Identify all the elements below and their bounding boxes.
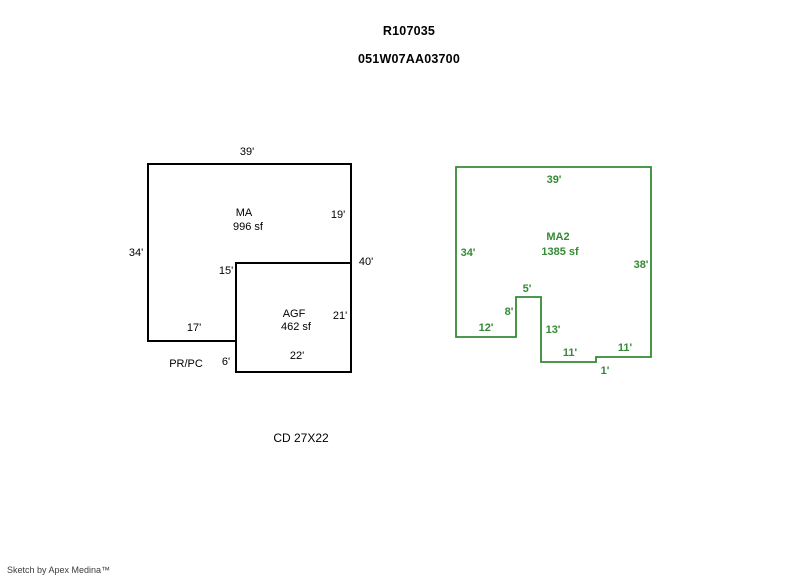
b1-annotation-label: PR/PC [169,358,203,370]
building1-partition-line [235,262,351,341]
b1-sub-name-label: AGF [282,308,306,320]
b2-dim-step-label: 1' [600,365,610,377]
building1-group [147,163,352,373]
b1-dim-jog-label: 6' [221,356,231,368]
b1-dim-sub-right-label: 21' [332,310,348,322]
b1-dim-right-total-label: 40' [358,256,374,268]
b2-dim-notch-top-label: 5' [522,283,532,295]
building2-outline [455,166,652,363]
b1-dim-left-label: 34' [128,247,144,259]
b2-dim-bottom-left-label: 12' [478,322,494,334]
property-id: R107035 [382,24,436,38]
detached-structure-note: CD 27X22 [273,431,329,445]
b2-dim-bottom-right-label: 11' [617,342,633,354]
b2-dim-right-label: 38' [633,259,649,271]
b1-dim-partition-label: 15' [218,265,234,277]
b2-dim-bottom-mid-label: 11' [562,347,578,359]
parcel-id: 051W07AA03700 [358,52,460,66]
b2-dim-notch-left-label: 8' [504,306,514,318]
b2-area-sf-label: 1385 sf [541,246,579,258]
b1-dim-bottom-left-label: 17' [186,322,202,334]
b2-dim-left-label: 34' [460,247,476,259]
b1-dim-right-upper-label: 19' [330,209,346,221]
b2-dim-top-label: 39' [546,174,562,186]
b1-area-sf-label: 996 sf [233,221,263,233]
building1-outline [147,163,352,373]
b1-dim-top-label: 39' [239,146,255,158]
b1-dim-sub-bottom-label: 22' [289,350,305,362]
b2-dim-notch-right-label: 13' [545,324,561,336]
b1-area-name-label: MA [235,207,253,219]
b2-area-name-label: MA2 [546,231,570,243]
b1-sub-sf-label: 462 sf [281,321,311,333]
sketch-credit: Sketch by Apex Medina™ [7,565,111,575]
